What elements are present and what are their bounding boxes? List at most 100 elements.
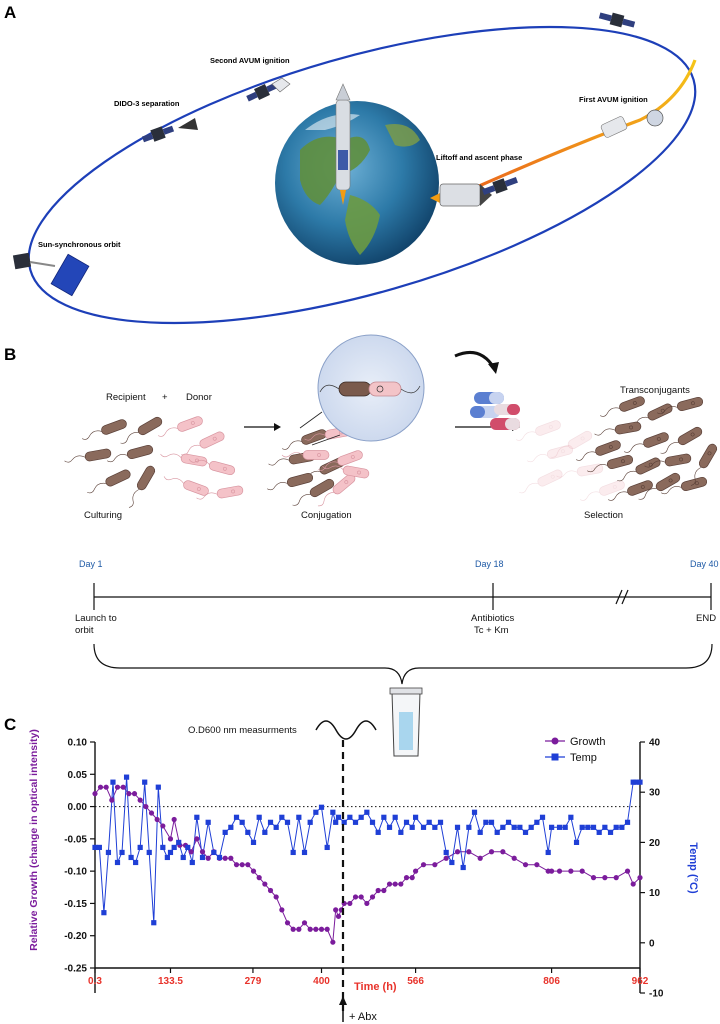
conjugation-zoom-bubble — [299, 334, 425, 446]
bacterium-icon — [107, 444, 154, 463]
growth-point — [222, 855, 228, 861]
temp-point — [245, 829, 251, 835]
temp-point — [290, 849, 296, 856]
growth-point — [454, 849, 461, 855]
temp-point — [133, 859, 139, 866]
avum-stage-icon — [271, 77, 291, 93]
x-tick-label: 133.5 — [158, 976, 183, 987]
cuvette-icon — [389, 687, 423, 757]
temp-point — [624, 819, 631, 825]
growth-point — [194, 836, 200, 842]
temp-point — [412, 814, 419, 820]
growth-point — [477, 855, 483, 861]
temp-point — [279, 814, 285, 820]
dispenser-icon — [178, 118, 198, 130]
bacterium-icon — [575, 440, 621, 461]
temp-point — [105, 849, 112, 856]
growth-point — [500, 849, 506, 855]
temp-point — [233, 814, 240, 820]
growth-point — [392, 881, 398, 887]
avum-stage-icon — [600, 109, 664, 138]
temp-point — [239, 819, 245, 825]
y-right-tick-label: 0 — [649, 938, 655, 949]
growth-point — [233, 862, 240, 868]
temp-point — [137, 844, 143, 851]
bacterium-icon — [188, 459, 236, 476]
temp-point — [222, 829, 228, 835]
growth-point — [143, 803, 149, 810]
temp-point — [579, 824, 585, 830]
growth-point — [126, 791, 132, 797]
temp-point — [534, 819, 540, 825]
temp-point — [607, 829, 614, 835]
y-right-tick-label: 30 — [649, 788, 661, 799]
conjugation-cells — [267, 426, 370, 507]
temp-point — [494, 829, 500, 835]
temp-point — [454, 824, 461, 830]
temp-point — [341, 819, 347, 825]
temp-point — [500, 824, 506, 830]
temp-point — [228, 824, 234, 830]
growth-point — [412, 868, 419, 874]
growth-point — [630, 881, 636, 887]
temp-point — [568, 814, 574, 820]
temp-point — [123, 774, 130, 780]
growth-point — [239, 862, 245, 868]
temp-point — [403, 819, 410, 825]
growth-point — [579, 868, 585, 874]
temp-point — [296, 814, 302, 820]
arrow-head-icon — [488, 362, 499, 374]
legend-marker-temp — [551, 753, 559, 761]
bacterium-icon — [594, 421, 642, 436]
y-left-tick-label: -0.15 — [64, 899, 87, 910]
y-left-tick-label: 0.10 — [68, 738, 88, 749]
x-tick-label: 0.3 — [88, 976, 102, 987]
bacterium-icon — [157, 416, 203, 437]
temp-point — [262, 829, 268, 835]
growth-point — [613, 875, 619, 881]
label-tc-km: Tc + Km — [474, 625, 509, 636]
temp-point — [637, 779, 643, 785]
y-right-tick-label: -10 — [649, 989, 664, 1000]
growth-point — [347, 900, 353, 907]
brace — [93, 643, 713, 685]
x-tick-label: 279 — [245, 976, 262, 987]
temp-point — [633, 779, 639, 785]
growth-point — [205, 855, 211, 861]
temp-point — [460, 864, 466, 871]
bacterium-icon — [128, 465, 156, 508]
label-antibiotics: Antibiotics — [471, 613, 515, 624]
legend-marker-growth — [551, 737, 559, 745]
temp-point — [392, 814, 398, 820]
bacterium-icon — [181, 431, 225, 456]
bacterium-icon — [579, 480, 625, 501]
growth-point — [369, 894, 376, 900]
growth-point — [409, 875, 415, 881]
growth-point — [556, 868, 563, 874]
temp-point — [449, 859, 455, 866]
growth-point — [420, 862, 427, 868]
growth-point — [290, 926, 296, 932]
bacterium-icon — [638, 472, 681, 500]
bacterium-icon — [163, 476, 209, 496]
label-abx: + Abx — [349, 1011, 377, 1023]
bacterium-icon — [64, 448, 112, 463]
label-donor: Donor — [186, 392, 212, 403]
satellite-icon — [141, 125, 175, 143]
temp-point — [185, 844, 191, 851]
temp-point — [250, 839, 257, 845]
growth-point — [443, 855, 449, 861]
temp-point — [471, 809, 478, 815]
temp-point — [176, 839, 182, 845]
growth-point — [273, 894, 279, 900]
chart-legend: Growth Temp — [545, 736, 605, 764]
bacterium-icon — [657, 396, 704, 415]
temp-point — [596, 829, 602, 835]
bacterium-icon — [527, 444, 574, 463]
y-axis-title-left: Relative Growth (change in optical inten… — [28, 729, 40, 951]
series-line-growth — [94, 786, 641, 943]
temp-point — [522, 829, 529, 835]
temp-point — [119, 849, 125, 856]
arrow-head-icon — [339, 996, 347, 1005]
bacterium-icon — [267, 472, 314, 491]
